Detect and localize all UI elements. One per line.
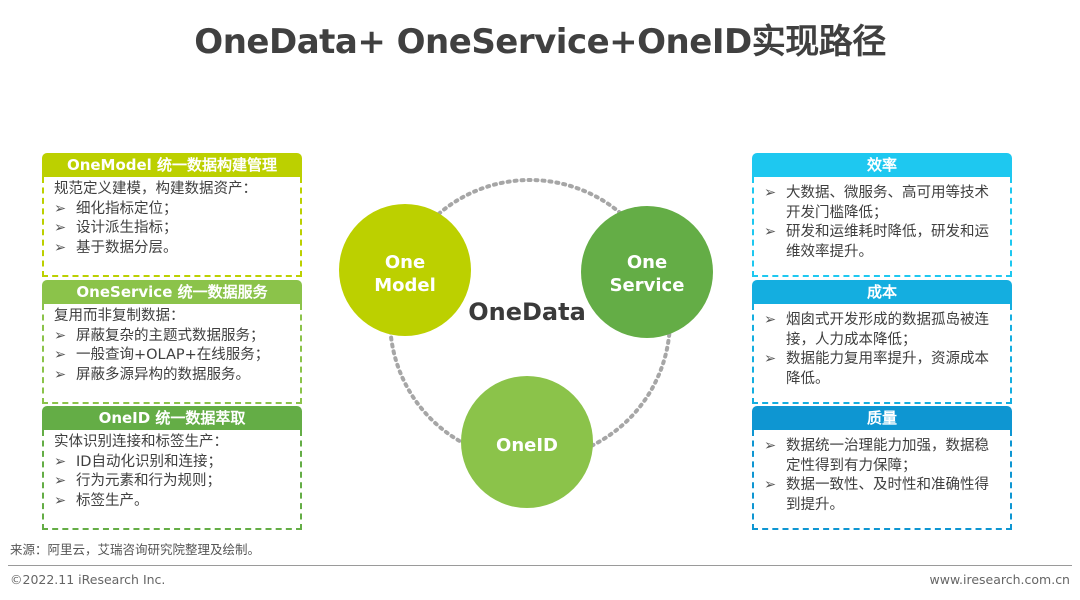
list-item: ➢ 数据能力复用率提升，资源成本降低。 bbox=[764, 350, 1000, 389]
bullet-arrow-icon: ➢ bbox=[54, 347, 67, 363]
list-item-text: 标签生产。 bbox=[76, 492, 149, 509]
footer-divider bbox=[8, 565, 1072, 566]
list-item-text: 数据一致性、及时性和准确性得到提升。 bbox=[786, 477, 989, 513]
oneid-card-body: 实体识别连接和标签生产： ➢ ID自动化识别和连接； ➢ 行为元素和行为规则； ➢ 标… bbox=[42, 430, 302, 530]
oneid-card: OneID 统一数据萃取 实体识别连接和标签生产： ➢ ID自动化识别和连接； ➢… bbox=[42, 406, 302, 530]
onemodel-card-body: 规范定义建模，构建数据资产： ➢ 细化指标定位； ➢ 设计派生指标； ➢ 基于数据分层… bbox=[42, 177, 302, 277]
oneid-circle bbox=[461, 376, 593, 508]
list-item: ➢ 一般查询+OLAP+在线服务； bbox=[54, 346, 290, 366]
bullet-arrow-icon: ➢ bbox=[764, 185, 777, 201]
page-title: OneData+ OneService+OneID实现路径 bbox=[194, 22, 886, 62]
oneservice-label-line2: Service bbox=[610, 275, 685, 296]
bullet-arrow-icon: ➢ bbox=[54, 327, 67, 344]
bullet-arrow-icon: ➢ bbox=[764, 312, 777, 328]
list-item-text: 大数据、微服务、高可用等技术开发门槛降低； bbox=[786, 185, 989, 221]
list-item: ➢ 基于数据分层。 bbox=[54, 239, 290, 259]
oneservice-card-body: 复用而非复制数据： ➢ 屏蔽复杂的主题式数据服务； ➢ 一般查询+OLAP+在线服务… bbox=[42, 304, 302, 404]
onemodel-label-line2: Model bbox=[374, 275, 436, 296]
list-item-text: 屏蔽复杂的主题式数据服务； bbox=[76, 327, 265, 344]
bullet-arrow-icon: ➢ bbox=[54, 366, 67, 383]
onedata-diagram: One Model One Service OneID OneData bbox=[339, 178, 713, 508]
list-item: ➢ 大数据、微服务、高可用等技术开发门槛降低； bbox=[764, 184, 1000, 223]
onedata-center-label: OneData bbox=[468, 298, 586, 326]
list-item: ➢ 数据一致性、及时性和准确性得到提升。 bbox=[764, 476, 1000, 515]
bullet-arrow-icon: ➢ bbox=[764, 351, 777, 367]
onemodel-label-line1: One bbox=[385, 252, 425, 273]
bullet-arrow-icon: ➢ bbox=[54, 220, 67, 236]
bullet-arrow-icon: ➢ bbox=[54, 239, 67, 256]
list-item: ➢ 数据统一治理能力加强，数据稳定性得到有力保障； bbox=[764, 437, 1000, 476]
bullet-arrow-icon: ➢ bbox=[764, 224, 777, 240]
onemodel-card: OneModel 统一数据构建管理 规范定义建模，构建数据资产： ➢ 细化指标定位… bbox=[42, 153, 302, 277]
list-item-text: 基于数据分层。 bbox=[76, 239, 178, 256]
list-item: ➢ 屏蔽多源异构的数据服务。 bbox=[54, 366, 290, 386]
cost-card-header: 成本 bbox=[752, 280, 1012, 304]
bullet-arrow-icon: ➢ bbox=[764, 438, 777, 454]
cost-card-body: ➢ 烟囱式开发形成的数据孤岛被连接，人力成本降低； ➢ 数据能力复用率提升，资源成本… bbox=[752, 304, 1012, 404]
quality-card: 质量 ➢ 数据统一治理能力加强，数据稳定性得到有力保障； ➢ 数据一致性、及时性和准… bbox=[752, 406, 1012, 530]
efficiency-card: 效率 ➢ 大数据、微服务、高可用等技术开发门槛降低； ➢ 研发和运维耗时降低，研发和… bbox=[752, 153, 1012, 277]
onemodel-card-header: OneModel 统一数据构建管理 bbox=[42, 153, 302, 177]
oneid-label: OneID bbox=[496, 435, 558, 456]
list-item: ➢ 烟囱式开发形成的数据孤岛被连接，人力成本降低； bbox=[764, 311, 1000, 350]
list-item: ➢ 细化指标定位； bbox=[54, 200, 290, 220]
card-intro: 复用而非复制数据： bbox=[54, 308, 185, 324]
bullet-arrow-icon: ➢ bbox=[54, 473, 67, 489]
list-item-text: 细化指标定位； bbox=[76, 200, 178, 217]
oneservice-label-line1: One bbox=[627, 252, 667, 273]
bullet-arrow-icon: ➢ bbox=[54, 200, 67, 217]
onemodel-circle bbox=[339, 204, 471, 336]
list-item: ➢ 行为元素和行为规则； bbox=[54, 472, 290, 492]
quality-card-body: ➢ 数据统一治理能力加强，数据稳定性得到有力保障； ➢ 数据一致性、及时性和准确性得… bbox=[752, 430, 1012, 530]
efficiency-card-header: 效率 bbox=[752, 153, 1012, 177]
bullet-arrow-icon: ➢ bbox=[54, 492, 67, 509]
card-intro: 实体识别连接和标签生产： bbox=[54, 434, 228, 450]
list-item: ➢ 设计派生指标； bbox=[54, 219, 290, 239]
oneservice-circle bbox=[581, 206, 713, 338]
oneservice-card-header: OneService 统一数据服务 bbox=[42, 280, 302, 304]
list-item-text: 数据统一治理能力加强，数据稳定性得到有力保障； bbox=[786, 438, 989, 474]
quality-card-header: 质量 bbox=[752, 406, 1012, 430]
efficiency-card-body: ➢ 大数据、微服务、高可用等技术开发门槛降低； ➢ 研发和运维耗时降低，研发和运维效… bbox=[752, 177, 1012, 277]
source-note: 来源：阿里云，艾瑞咨询研究院整理及绘制。 bbox=[10, 542, 261, 557]
cost-card: 成本 ➢ 烟囱式开发形成的数据孤岛被连接，人力成本降低； ➢ 数据能力复用率提升，资… bbox=[752, 280, 1012, 404]
list-item-text: 烟囱式开发形成的数据孤岛被连接，人力成本降低； bbox=[786, 312, 989, 348]
list-item: ➢ 研发和运维耗时降低，研发和运维效率提升。 bbox=[764, 223, 1000, 262]
bullet-arrow-icon: ➢ bbox=[54, 453, 67, 470]
list-item-text: 行为元素和行为规则； bbox=[76, 473, 221, 489]
card-intro: 规范定义建模，构建数据资产： bbox=[54, 181, 257, 197]
list-item: ➢ ID自动化识别和连接； bbox=[54, 453, 290, 473]
bullet-arrow-icon: ➢ bbox=[764, 477, 777, 493]
list-item-text: 一般查询+OLAP+在线服务； bbox=[76, 347, 270, 363]
list-item-text: 设计派生指标； bbox=[76, 220, 178, 236]
website-link[interactable]: www.iresearch.com.cn bbox=[929, 572, 1071, 587]
list-item-text: ID自动化识别和连接； bbox=[76, 453, 222, 470]
list-item: ➢ 标签生产。 bbox=[54, 492, 290, 512]
list-item-text: 数据能力复用率提升，资源成本降低。 bbox=[786, 351, 989, 387]
list-item: ➢ 屏蔽复杂的主题式数据服务； bbox=[54, 327, 290, 347]
oneid-card-header: OneID 统一数据萃取 bbox=[42, 406, 302, 430]
list-item-text: 屏蔽多源异构的数据服务。 bbox=[76, 366, 250, 383]
oneservice-card: OneService 统一数据服务 复用而非复制数据： ➢ 屏蔽复杂的主题式数据服… bbox=[42, 280, 302, 404]
copyright: ©2022.11 iResearch Inc. bbox=[10, 572, 166, 587]
list-item-text: 研发和运维耗时降低，研发和运维效率提升。 bbox=[786, 224, 989, 260]
